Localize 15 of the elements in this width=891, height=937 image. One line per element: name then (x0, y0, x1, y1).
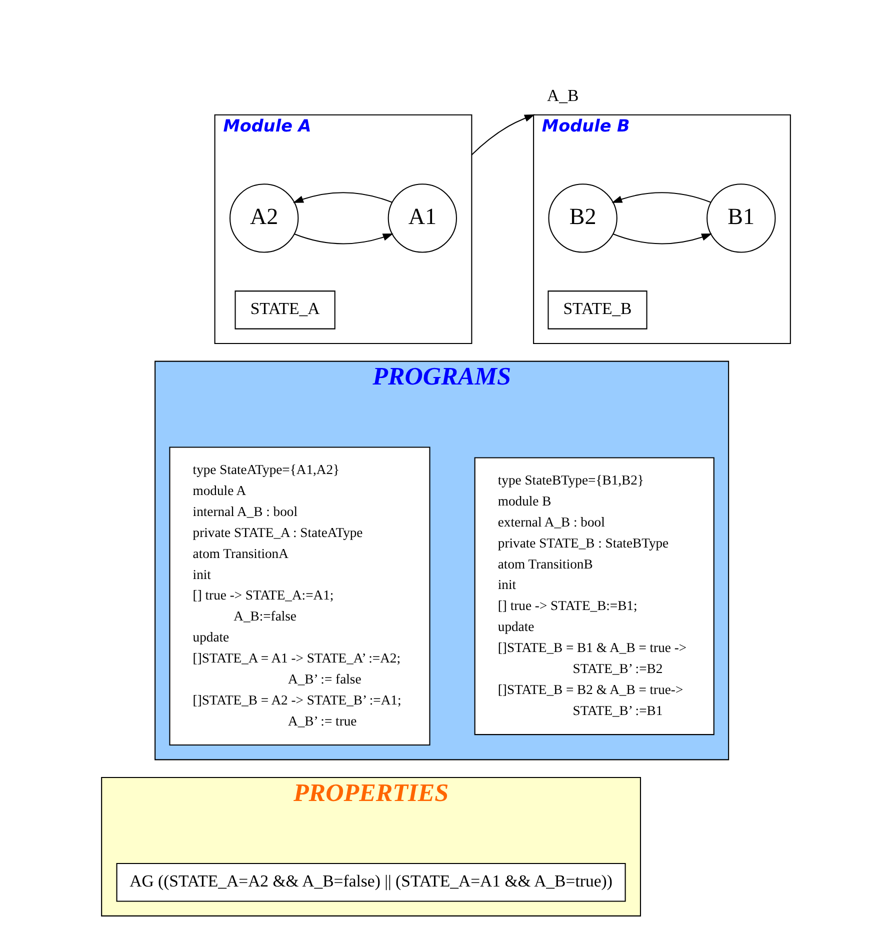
arrow (294, 234, 393, 244)
node-circle: B2 (548, 184, 617, 253)
node-box: STATE_A (234, 290, 335, 330)
edge-label: A_B (546, 86, 578, 106)
arrow (292, 192, 392, 203)
node-box: type StateBType={B1,B2} module B external A_B : bool private STATE_B : StateBType atom TransitionB init [] true -> STATE_B:=B1; update []STATE_B = B1 & A_B = true -> STATE_B’ :=B2 []STATE_B = B2 & A_B = true-> STATE_B’ :=B1 (474, 457, 714, 736)
node-box: STATE_B (547, 290, 647, 330)
node-circle: A2 (229, 184, 298, 253)
arrow (612, 234, 712, 244)
node-box: AG ((STATE_A=A2 && A_B=false) || (STATE_A=A1 && A_B=true)) (116, 862, 626, 902)
node-box: type StateAType={A1,A2} module A internal A_B : bool private STATE_A : StateAType atom TransitionA init [] true -> STATE_A:=A1; A_B:=false update []STATE_A = A1 -> STATE_A’ :=A2; A_B’ := false []STATE_B = A2 -> STATE_B’ :=A1; A_B’ := true (168, 446, 430, 746)
node-circle: B1 (706, 184, 776, 253)
arrow (470, 114, 535, 156)
node-circle: A1 (387, 184, 456, 253)
arrow (611, 192, 710, 203)
